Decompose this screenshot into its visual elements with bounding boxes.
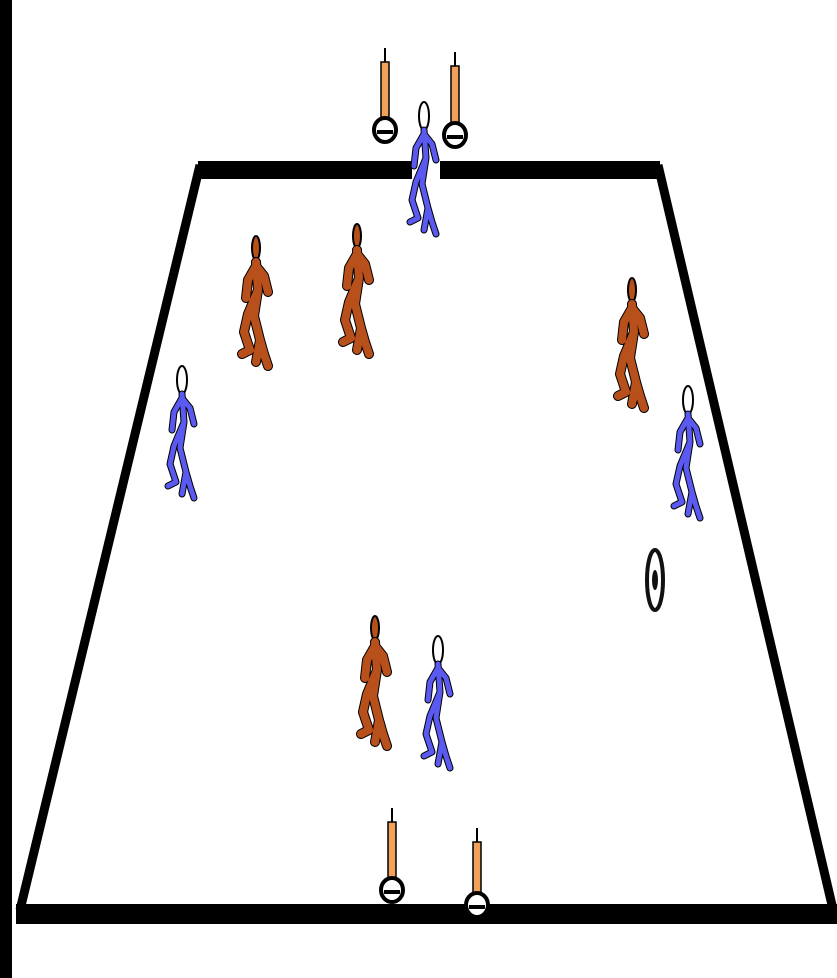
pole-shaft — [473, 842, 481, 895]
left-border — [0, 0, 12, 978]
player-head — [252, 236, 260, 260]
ball-inner — [652, 570, 658, 590]
pole-base-band — [447, 135, 463, 139]
pole-shaft — [451, 66, 459, 125]
player-head — [433, 636, 443, 664]
player-head — [628, 278, 636, 302]
player-head — [177, 366, 187, 394]
pole-base-band — [377, 130, 393, 134]
pole-shaft — [381, 62, 389, 120]
pole-base-band — [384, 890, 400, 894]
player-head — [353, 224, 361, 248]
pole-base-band — [469, 905, 485, 909]
player-head — [419, 102, 429, 130]
player-head — [683, 386, 693, 414]
player-head — [371, 616, 379, 640]
ball — [647, 550, 663, 610]
pole-shaft — [388, 822, 396, 880]
